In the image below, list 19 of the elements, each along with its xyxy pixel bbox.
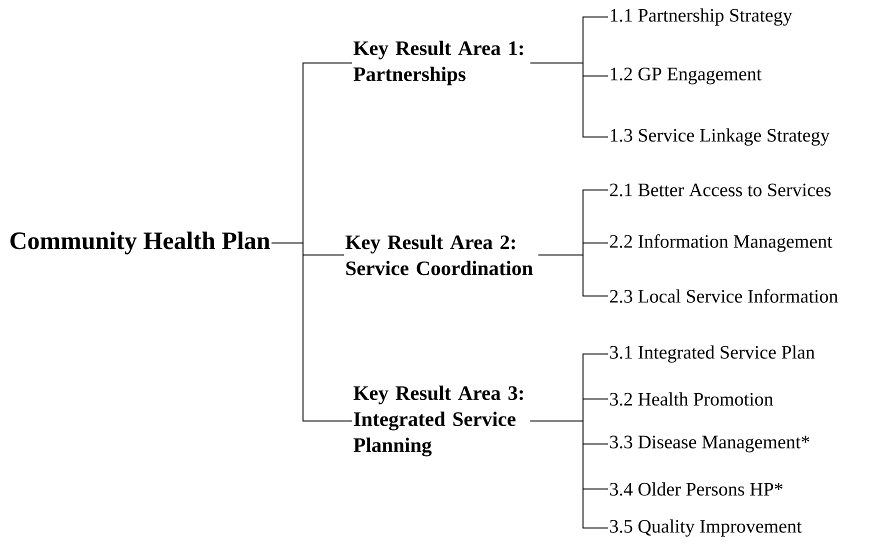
connector-line bbox=[530, 62, 608, 138]
connector-line bbox=[271, 242, 352, 422]
item-label: 1.1 Partnership Strategy bbox=[610, 8, 792, 26]
item-label: 3.5 Quality Improvement bbox=[610, 519, 802, 537]
item-label: 2.2 Information Management bbox=[610, 234, 832, 252]
item-label: 2.3 Local Service Information bbox=[610, 289, 838, 303]
connector-line bbox=[538, 254, 608, 296]
item-label: 3.3 Disease Management* bbox=[610, 436, 810, 452]
area-heading: Key Result Area 3: Integrated Service Planning bbox=[354, 386, 523, 456]
connector-line bbox=[530, 420, 608, 528]
item-label: 2.1 Better Access to Services bbox=[610, 184, 831, 196]
item-label: 3.4 Older Persons HP* bbox=[610, 482, 782, 496]
item-label: 3.1 Integrated Service Plan bbox=[610, 345, 815, 363]
area-heading: Key Result Area 1: Partnerships bbox=[354, 40, 523, 86]
item-label: 1.3 Service Linkage Strategy bbox=[610, 128, 830, 146]
root-heading: Community Health Plan bbox=[10, 232, 270, 254]
item-label: 1.2 GP Engagement bbox=[610, 68, 762, 84]
area-heading: Key Result Area 2: Service Coordination bbox=[346, 234, 533, 276]
item-label: 3.2 Health Promotion bbox=[610, 392, 774, 406]
